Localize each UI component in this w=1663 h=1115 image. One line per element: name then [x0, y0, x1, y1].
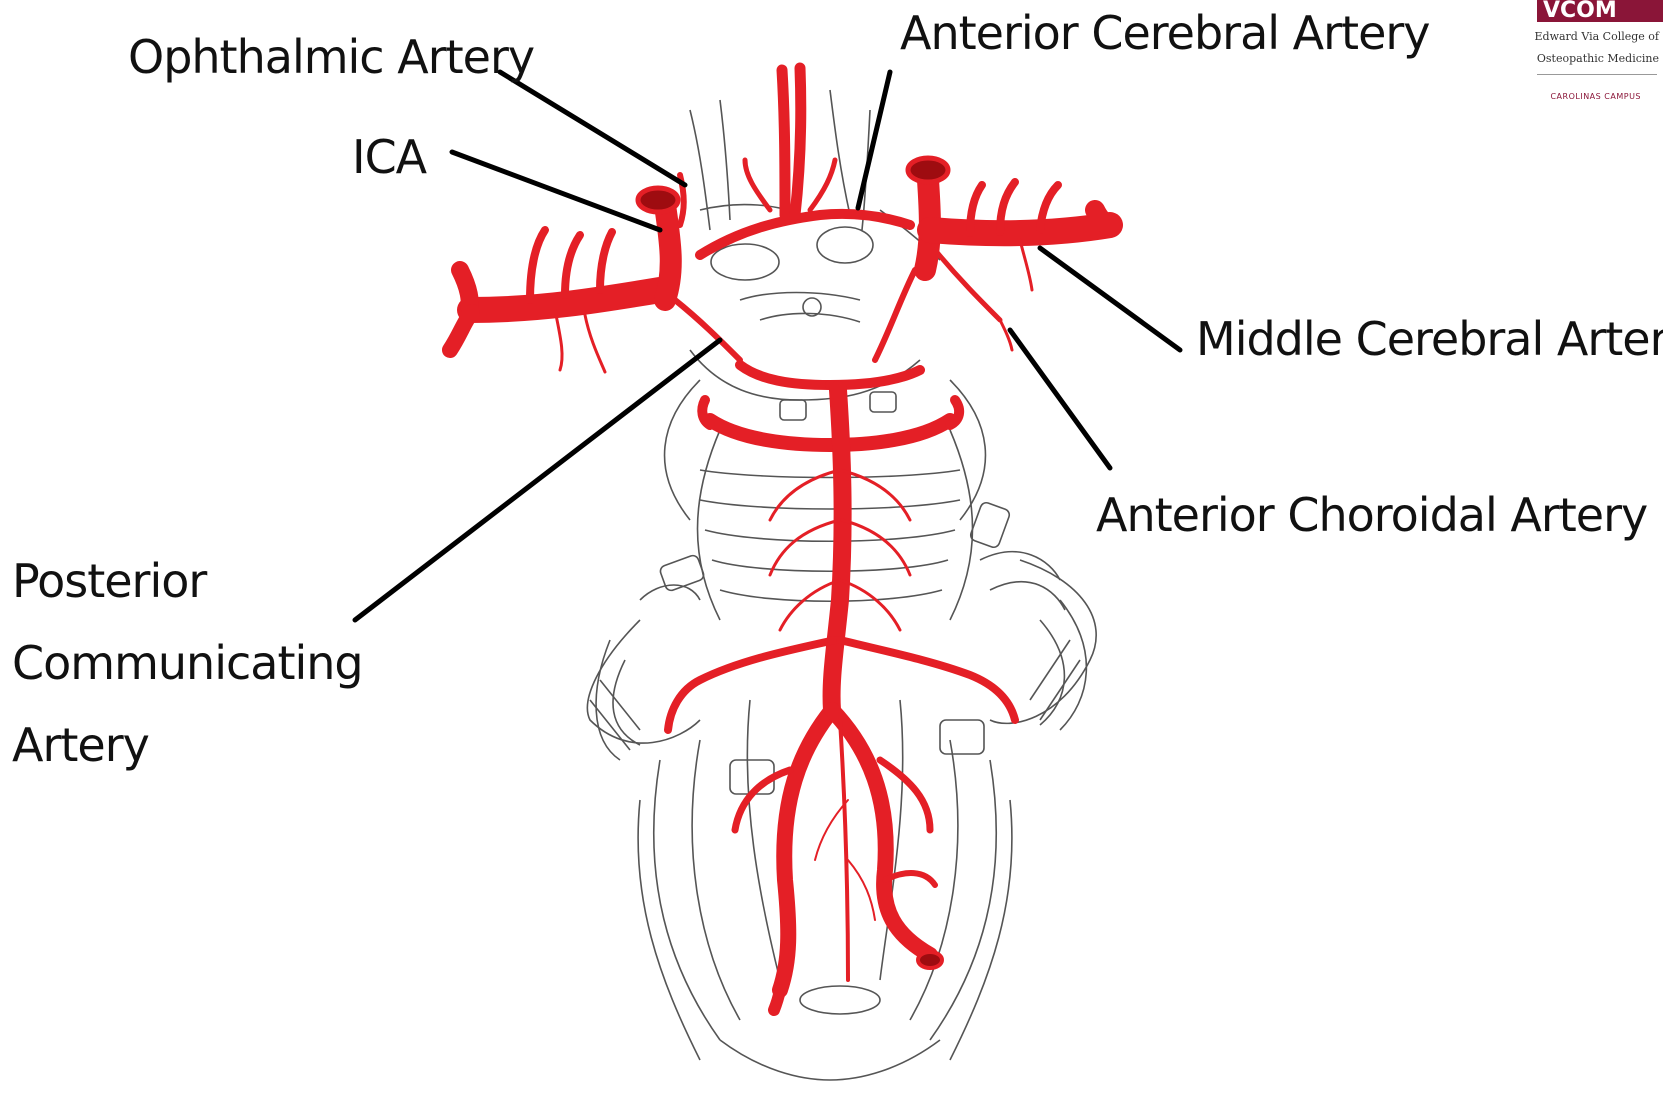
label-ica: ICA — [352, 130, 426, 184]
label-anterior-choroidal-artery: Anterior Choroidal Artery — [1096, 488, 1647, 542]
artery-network — [450, 68, 1112, 1010]
leader-ophthalmic — [500, 72, 685, 185]
anterior-cerebral — [700, 214, 910, 255]
leader-posterior-communicating — [355, 340, 720, 620]
basilar-artery — [832, 390, 843, 710]
logo-line-3: CAROLINAS CAMPUS — [1550, 92, 1641, 101]
anterior-choroidal — [935, 250, 1000, 320]
label-ophthalmic-artery: Ophthalmic Artery — [128, 30, 534, 84]
logo-line-1: Edward Via College of — [1535, 30, 1660, 43]
label-posterior-communicating-artery: Posterior Communicating Artery — [12, 540, 372, 786]
label-middle-cerebral-artery: Middle Cerebral Artery — [1196, 312, 1663, 366]
left-ica — [665, 205, 671, 300]
vcom-logo: VCOM Edward Via College of Osteopathic M… — [1523, 0, 1663, 112]
left-vertebral — [780, 710, 832, 990]
label-pcomm-line-1: Posterior — [12, 540, 372, 622]
logo-mark: VCOM — [1537, 0, 1663, 22]
right-mca — [930, 225, 1110, 233]
leader-anterior-choroidal — [1010, 330, 1110, 468]
leader-anterior-cerebral — [858, 72, 890, 208]
label-pcomm-line-3: Artery — [12, 704, 372, 786]
label-anterior-cerebral-artery: Anterior Cerebral Artery — [900, 6, 1430, 60]
leader-middle-cerebral — [1040, 248, 1180, 350]
label-pcomm-line-2: Communicating — [12, 622, 372, 704]
logo-line-2: Osteopathic Medicine — [1537, 52, 1659, 65]
leader-lines — [355, 72, 1180, 620]
leader-ica — [452, 152, 660, 230]
logo-divider — [1537, 74, 1657, 75]
